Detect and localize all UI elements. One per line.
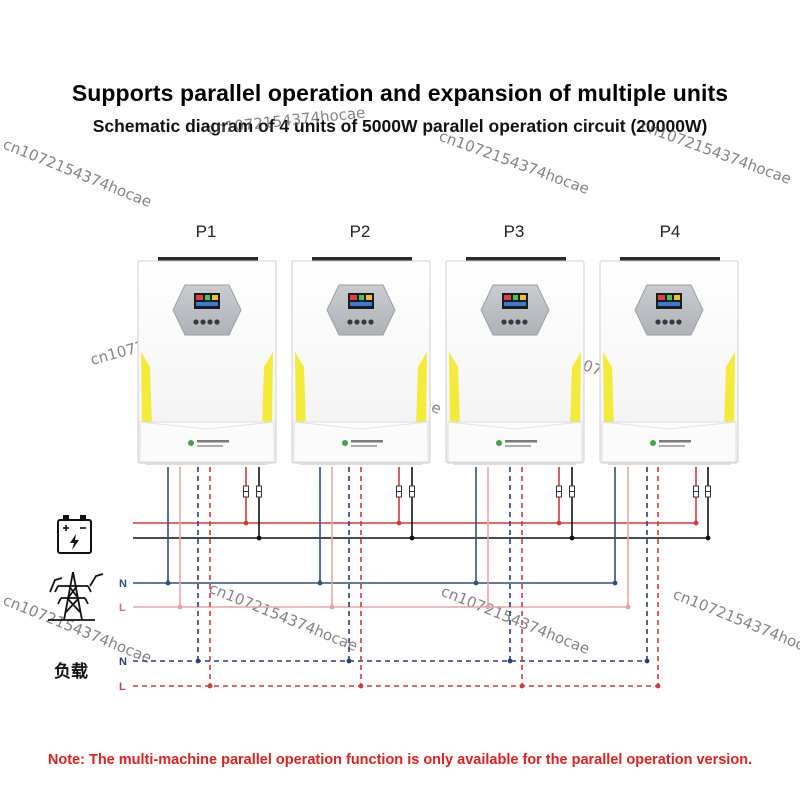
- watermark: cn1072154374hocae: [439, 582, 593, 658]
- diagram-subtitle: Schematic diagram of 4 units of 5000W pa…: [92, 116, 708, 136]
- drops-p2: [319, 467, 415, 686]
- drops-p1: [167, 467, 262, 686]
- inverter-p3: [445, 256, 585, 466]
- diagram-title: Supports parallel operation and expansio…: [71, 80, 729, 106]
- bus-lines: [133, 522, 708, 687]
- inverter-p4: [599, 256, 739, 466]
- unit-label-p4: P4: [660, 222, 681, 241]
- watermark: cn1072154374hocae: [639, 117, 794, 188]
- note-text: Note: The multi-machine parallel operati…: [47, 752, 753, 768]
- battery-icon: [57, 515, 92, 554]
- watermark: cn1072154374hocae: [207, 104, 367, 138]
- drops-p3: [475, 467, 575, 686]
- inverter-p2: [291, 256, 431, 466]
- load-label: 负载: [54, 661, 88, 682]
- watermark: cn1072154374hocae: [437, 127, 592, 198]
- inverter-p1: [137, 256, 277, 466]
- watermark: cn1072154374hocae: [207, 579, 361, 655]
- junction-dots: [165, 520, 711, 689]
- grid-live-label: L: [119, 602, 126, 614]
- unit-label-p2: P2: [350, 222, 371, 241]
- grid-neutral-label: N: [119, 578, 127, 590]
- unit-label-p1: P1: [196, 222, 217, 241]
- unit-label-p3: P3: [504, 222, 525, 241]
- watermark: cn1072154374hocae: [671, 585, 800, 661]
- power-tower-icon: [48, 571, 104, 621]
- watermark: cn1072154374hocae: [1, 591, 155, 667]
- load-live-label: L: [119, 681, 126, 693]
- watermark: cn1072154374hocae: [1, 135, 155, 211]
- drops-p4: [614, 467, 711, 686]
- load-neutral-label: N: [119, 656, 127, 668]
